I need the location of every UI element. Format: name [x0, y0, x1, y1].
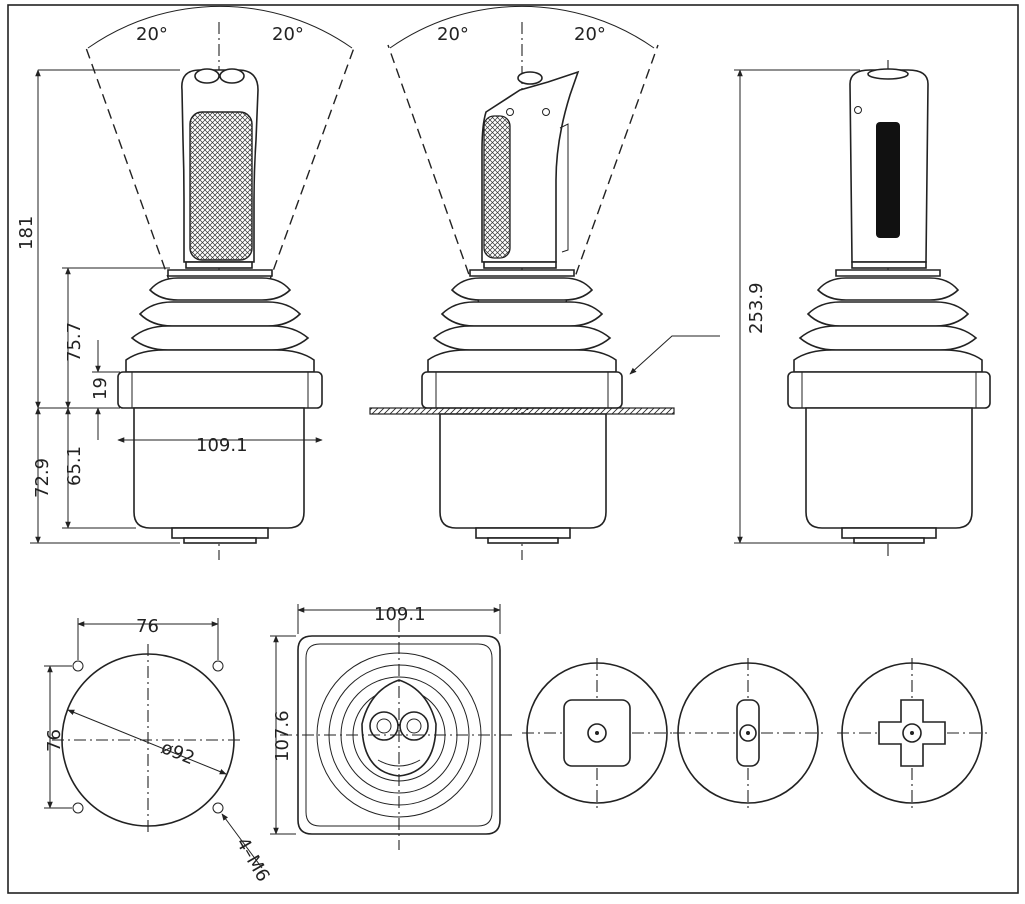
front-base-plug	[171, 527, 269, 539]
front-handle-collar	[185, 261, 253, 269]
front-grip-texture	[189, 111, 253, 261]
mount-hole-top-left	[72, 660, 84, 672]
front-width-label: 109.1	[196, 435, 248, 456]
front-angle-right-label: 20°	[272, 24, 304, 45]
mount-hole-top-right	[212, 660, 224, 672]
handle-height-label: 181	[16, 216, 37, 250]
front-button-right	[219, 68, 245, 84]
top-height-label: 107.6	[272, 710, 293, 762]
top-handle-head	[361, 679, 437, 777]
mount-thread-label: 4–M6	[232, 834, 274, 886]
side-flange	[421, 371, 623, 409]
rear-grip-strip	[876, 122, 900, 238]
flange-leader	[629, 335, 720, 375]
flange-thickness-label: 19	[90, 377, 111, 400]
diameter-leader	[67, 709, 227, 775]
mount-hole-bottom-left	[72, 802, 84, 814]
rear-view: 253.9	[734, 60, 991, 560]
mount-hole-bottom-right	[212, 802, 224, 814]
side-angle-left-label: 20°	[437, 24, 469, 45]
hole-diameter-label: ø92	[158, 737, 197, 769]
side-angle-right-label: 20°	[574, 24, 606, 45]
gate-square	[522, 658, 672, 808]
overall-height-label: 253.9	[746, 282, 767, 334]
front-bellows-rib-1	[148, 277, 292, 301]
top-width-label: 109.1	[374, 604, 426, 625]
below-panel-label: 72.9	[32, 458, 53, 498]
front-bellows-rib-2	[138, 301, 302, 327]
gate-cross	[837, 658, 987, 808]
body-depth-label: 65.1	[64, 446, 85, 486]
bolt-spacing-y-label: 76	[44, 729, 65, 752]
front-bellows-rib-4	[125, 349, 315, 373]
front-view: 20° 20° 109.1 181 75.7	[16, 5, 356, 560]
front-body	[133, 407, 305, 529]
bolt-spacing-x-label: 76	[136, 616, 159, 637]
top-button-right	[399, 711, 429, 741]
side-grip-texture	[483, 115, 511, 259]
top-button-left	[369, 711, 399, 741]
top-view: 109.1 107.6	[270, 604, 516, 850]
mounting-panel	[369, 407, 675, 415]
side-trigger-button	[517, 71, 543, 85]
boot-height-label: 75.7	[64, 322, 85, 362]
side-angle-arc	[389, 5, 655, 49]
rear-flange	[787, 371, 991, 409]
front-button-left	[194, 68, 220, 84]
front-bellows-rib-3	[130, 325, 310, 351]
mounting-cutout-view: 76 76 ø92 4–M6	[44, 616, 274, 886]
gate-single-axis	[673, 658, 823, 808]
side-view: 20° 20°	[369, 5, 720, 560]
thread-leader	[221, 813, 263, 869]
rear-body	[805, 407, 973, 529]
front-angle-arc	[87, 5, 353, 49]
frame-border	[7, 4, 1019, 894]
front-angle-left-label: 20°	[136, 24, 168, 45]
front-flange	[117, 371, 323, 409]
side-body	[439, 413, 607, 529]
